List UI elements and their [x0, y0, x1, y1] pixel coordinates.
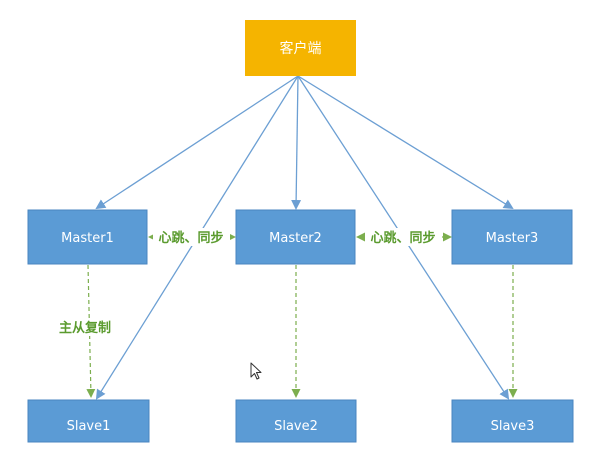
master2-node-label: Master2 — [269, 231, 322, 246]
replication-label-bg — [52, 318, 118, 336]
slave1-node-label: Slave1 — [67, 419, 111, 434]
client-to-master1-arrow — [95, 75, 299, 210]
master1-node-label: Master1 — [61, 231, 114, 246]
slave2-node-label: Slave2 — [274, 419, 318, 434]
master1-node — [27, 209, 148, 265]
master2-node — [235, 209, 356, 265]
slave2-node — [235, 399, 357, 443]
client-to-master2-arrow — [291, 75, 302, 210]
slave3-node-label: Slave3 — [491, 419, 535, 434]
client-node — [245, 20, 356, 76]
heartbeat-label-2-bg — [365, 228, 442, 246]
heartbeat-label-1: 心跳、同步 — [158, 230, 223, 246]
heartbeat-label-2: 心跳、同步 — [370, 230, 435, 246]
master3-node — [451, 209, 573, 265]
slave1-node — [27, 399, 150, 443]
mouse-pointer-icon — [250, 362, 262, 380]
master3-node-label: Master3 — [486, 231, 539, 246]
client-to-master3-arrow — [297, 75, 514, 210]
client-node-label: 客户端 — [280, 40, 322, 57]
heartbeat-label-1-bg — [153, 228, 230, 246]
slave3-node — [451, 399, 574, 443]
replication-label: 主从复制 — [59, 320, 111, 336]
